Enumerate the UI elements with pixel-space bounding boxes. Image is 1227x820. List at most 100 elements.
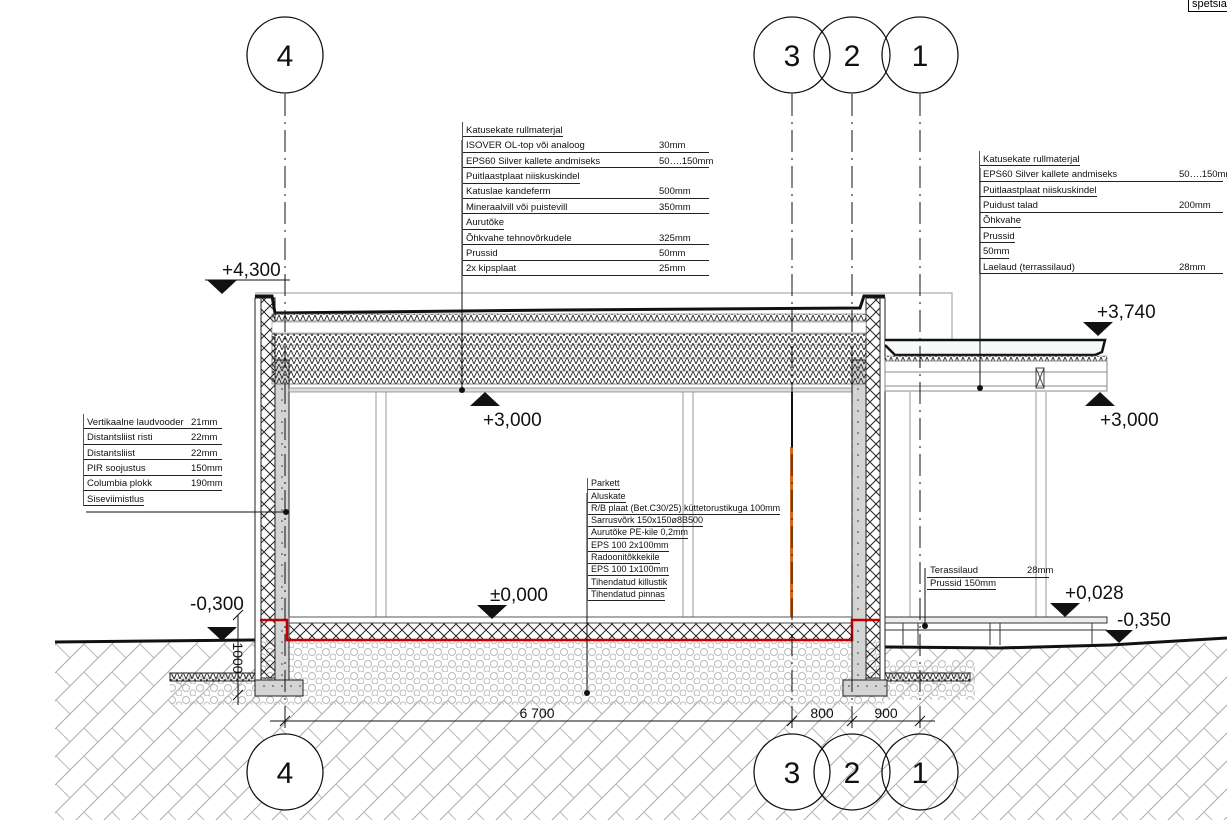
note-underline bbox=[588, 513, 780, 515]
elevation-label: +3,740 bbox=[1097, 302, 1156, 323]
axis-2-bottom-bubble bbox=[813, 733, 891, 811]
note-label: Prussid bbox=[983, 230, 1015, 242]
note-label: Distantsliist bbox=[87, 447, 136, 459]
note-value: 30mm bbox=[659, 140, 686, 152]
axis-label: 4 bbox=[277, 40, 294, 73]
note-underline bbox=[927, 589, 996, 590]
note-label: Columbia plokk bbox=[87, 478, 152, 490]
note-value: 325mm bbox=[659, 232, 691, 244]
note-label: Õhkvahe tehnovõrkudele bbox=[466, 232, 572, 244]
note-underline bbox=[980, 226, 1021, 228]
elevation-label: +0,028 bbox=[1065, 583, 1124, 604]
axis-label: 4 bbox=[277, 757, 294, 790]
note-value: 50mm bbox=[659, 248, 686, 260]
note-underline bbox=[84, 474, 222, 476]
axis-label: 1 bbox=[912, 40, 929, 73]
note-underline bbox=[980, 257, 1009, 259]
note-label: Laelaud (terrassilaud) bbox=[983, 261, 1075, 273]
axis-2-top-bubble bbox=[813, 16, 891, 94]
note-label: Radoonitõkkekile bbox=[591, 552, 660, 563]
note-label: Tihendatud pinnas bbox=[591, 588, 665, 599]
note-label: Aurutõke bbox=[466, 217, 505, 229]
dimension-label: 900 bbox=[874, 705, 898, 721]
note-underline bbox=[588, 526, 703, 528]
floor-slab bbox=[260, 616, 880, 642]
sheet-tag: spetsia bbox=[1188, 0, 1227, 12]
note-underline bbox=[463, 151, 709, 153]
note-label: Katusekate rullmaterjal bbox=[983, 153, 1080, 165]
note-underline bbox=[463, 182, 580, 184]
note-underline bbox=[463, 244, 709, 246]
note-underline bbox=[84, 443, 222, 445]
note-underline bbox=[463, 228, 504, 230]
elevation-label: +3,000 bbox=[483, 410, 542, 431]
note-label: 2x kipsplaat bbox=[466, 263, 517, 275]
note-label: Katuslae kandeferm bbox=[466, 186, 551, 198]
note-label: R/B plaat (Bet.C30/25) küttetorustikuga … bbox=[591, 502, 781, 513]
note-label: Prussid 150mm bbox=[930, 577, 996, 589]
note-label: Siseviimistlus bbox=[87, 493, 145, 505]
axis-label: 2 bbox=[844, 40, 861, 73]
note-label: Vertikaalne laudvooder bbox=[87, 416, 184, 428]
terrace bbox=[884, 292, 1108, 645]
note-value: 350mm bbox=[659, 201, 691, 213]
note-label: Puitlaastplaat niiskuskindel bbox=[983, 184, 1097, 196]
note-label: 50mm bbox=[983, 246, 1010, 258]
note-underline bbox=[588, 587, 667, 589]
note-value: 25mm bbox=[659, 263, 686, 275]
note-label: Õhkvahe bbox=[983, 215, 1022, 227]
axis-1-top-bubble bbox=[881, 16, 959, 94]
note-underline bbox=[588, 501, 626, 503]
elevation-markers bbox=[205, 279, 1133, 643]
note-label: Aluskate bbox=[591, 490, 626, 501]
note-underline bbox=[588, 563, 660, 565]
note-underline bbox=[463, 136, 563, 138]
note-underline bbox=[84, 428, 222, 430]
note-underline bbox=[588, 538, 688, 540]
note-label: Puitlaastplaat niiskuskindel bbox=[466, 171, 580, 183]
note-underline bbox=[463, 274, 709, 276]
note-value: 50….150mm bbox=[1179, 169, 1227, 181]
note-label: ISOVER OL-top või analoog bbox=[466, 140, 585, 152]
dimension-lines bbox=[232, 609, 935, 727]
axis-label: 2 bbox=[844, 757, 861, 790]
dimension-label: 6 700 bbox=[519, 705, 554, 721]
note-underline bbox=[927, 576, 1049, 578]
note-label: PIR soojustus bbox=[87, 463, 146, 475]
note-value: 28mm bbox=[1179, 261, 1206, 273]
note-label: Aurutõke PE-kile 0,2mm bbox=[591, 527, 689, 538]
axis-3-top-bubble bbox=[753, 16, 831, 94]
roof-section bbox=[255, 292, 885, 393]
note-underline bbox=[980, 196, 1097, 198]
note-label: Distantsliist risti bbox=[87, 432, 153, 444]
dimension-label: 1000 bbox=[230, 642, 246, 673]
note-label: Terassilaud bbox=[930, 565, 979, 576]
note-label: Parkett bbox=[591, 478, 620, 489]
elevation-label: +4,300 bbox=[222, 260, 281, 281]
note-underline bbox=[980, 211, 1223, 213]
axis-4-bottom-bubble bbox=[246, 733, 324, 811]
note-label: EPS60 Silver kallete andmiseks bbox=[466, 155, 601, 167]
elevation-label: -0,350 bbox=[1117, 610, 1171, 631]
note-underline bbox=[980, 165, 1080, 167]
note-value: 190mm bbox=[191, 478, 223, 490]
note-underline bbox=[588, 489, 620, 491]
note-label: Mineraalvill või puistevill bbox=[466, 201, 568, 213]
interior-partitions bbox=[375, 392, 694, 618]
note-value: 500mm bbox=[659, 186, 691, 198]
note-underline bbox=[588, 599, 665, 601]
elevation-label: -0,300 bbox=[190, 594, 244, 615]
note-value: 21mm bbox=[191, 416, 218, 428]
note-underline bbox=[980, 242, 1015, 244]
note-label: Puidust talad bbox=[983, 200, 1038, 212]
axis-label: 3 bbox=[784, 40, 801, 73]
note-underline bbox=[84, 459, 222, 461]
note-value: 22mm bbox=[191, 432, 218, 444]
elevation-label: ±0,000 bbox=[490, 585, 548, 606]
note-label: Tihendatud killustik bbox=[591, 576, 668, 587]
elevation-label: +3,000 bbox=[1100, 410, 1159, 431]
note-value: 50….150mm bbox=[659, 155, 714, 167]
note-underline bbox=[463, 197, 709, 199]
